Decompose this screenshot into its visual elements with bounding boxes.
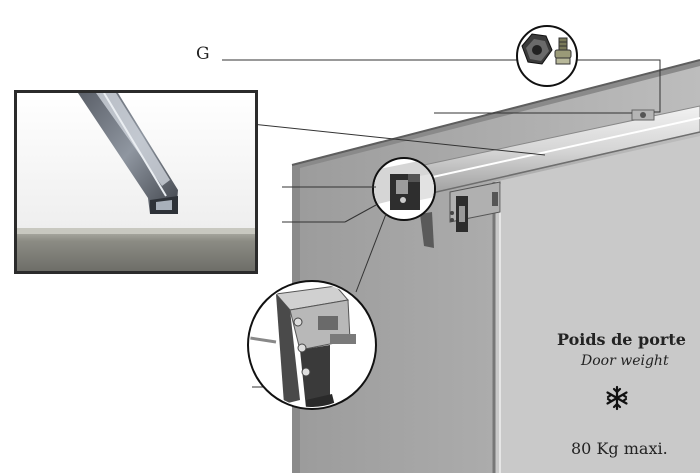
hanger-dot — [450, 218, 454, 222]
door-weight-label-fr: Poids de porte — [557, 330, 686, 349]
sliding-door — [494, 136, 700, 473]
leader-lines — [222, 59, 661, 388]
snowflake-icon — [606, 385, 628, 411]
rail-shadow — [409, 131, 700, 199]
end-stop-tab — [420, 212, 434, 248]
bolt-icon — [554, 37, 572, 65]
end-bracket-face — [396, 180, 408, 194]
rail-screw — [640, 112, 646, 118]
rail-highlight — [409, 117, 700, 183]
profile-photo — [17, 93, 255, 271]
callout-label-g: G — [196, 44, 211, 64]
hex-nut-icon — [521, 33, 553, 65]
door-weight-label-en: Door weight — [581, 353, 669, 369]
end-bracket-top — [408, 174, 420, 182]
hanger-dot — [450, 211, 454, 215]
hanger-clip — [492, 192, 498, 206]
door-weight-value: 80 Kg maxi. — [571, 439, 668, 458]
end-bracket-screw — [400, 197, 406, 203]
bracket-zoom — [250, 283, 374, 407]
door-hanger-bolt-inner — [459, 206, 465, 222]
